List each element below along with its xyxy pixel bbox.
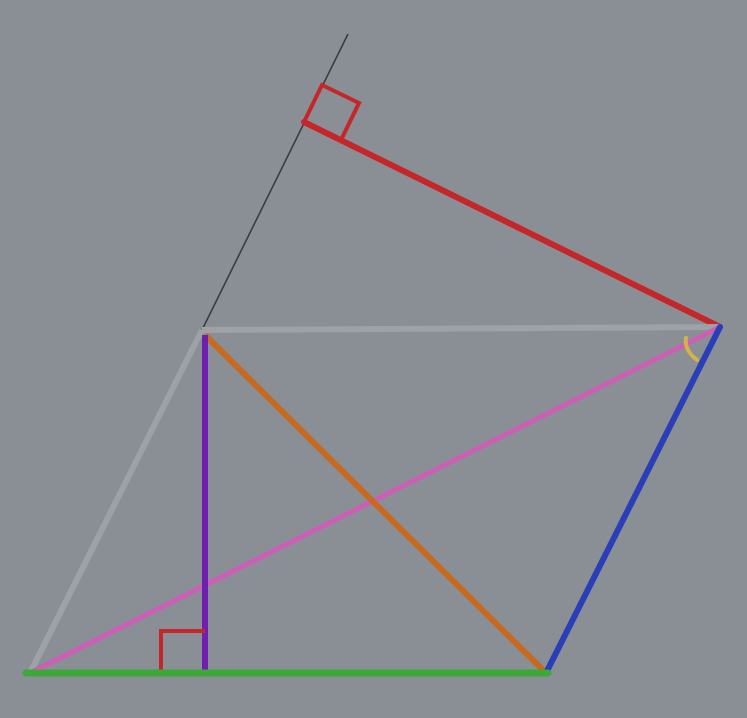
parallelogram-top-side	[201, 324, 721, 333]
right-angle-mark-base	[159, 629, 205, 673]
parallelogram-left-side	[27, 328, 205, 675]
left-side-extension-line	[201, 33, 349, 331]
diagonal-short	[202, 332, 549, 676]
parallelogram-right-side	[543, 324, 723, 676]
angle-arc-mark	[683, 336, 699, 362]
right-angle-mark-extension	[302, 82, 362, 141]
altitude-to-extension	[301, 119, 723, 330]
